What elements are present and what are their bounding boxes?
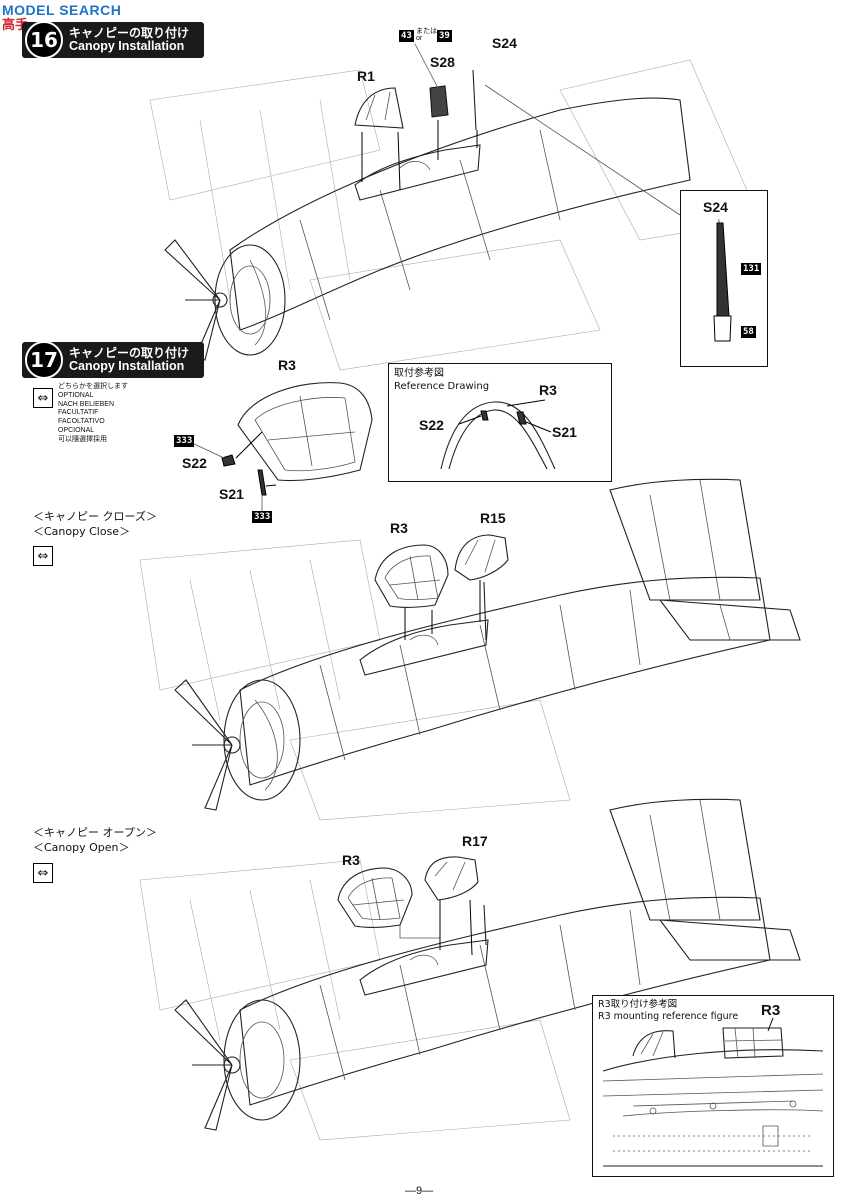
page-number: —9— [405, 1185, 434, 1197]
watermark-logo: 高手 [2, 18, 29, 33]
optional-line-de: NACH BELIEBEN [58, 400, 115, 408]
reference-title-jp: 取付参考図 [394, 368, 444, 379]
part-s21-label-step17: S21 [219, 486, 244, 502]
r3-mounting-reference-box: R3取り付け参考図 R3 mounting reference figure R… [592, 995, 834, 1177]
step-16-header: 16 キャノピーの取り付け Canopy Installation [22, 21, 204, 59]
optional-line-fr: FACULTATIF [58, 409, 99, 417]
part-r3-label-step17: R3 [278, 357, 296, 373]
step-17-title-en: Canopy Installation [69, 358, 185, 373]
optional-languages: どちらかを選択します OPTIONAL NACH BELIEBEN FACULT… [58, 383, 128, 444]
step-16-title-jp: キャノピーの取り付け [69, 25, 190, 40]
optional-line-en: OPTIONAL [58, 391, 94, 399]
optional-line-it: FACOLTATIVO [58, 418, 105, 425]
s24-detail-box: S24 131 58 [680, 190, 768, 367]
canopy-close-optional-icon: ⇔ [33, 546, 53, 566]
step-17-header: 17 キャノピーの取り付け Canopy Installation [22, 341, 204, 379]
reference-s22-label: S22 [419, 417, 444, 433]
canopy-close-r3-label: R3 [390, 520, 408, 536]
paint-58-badge: 58 [741, 326, 756, 338]
canopy-close-title-jp: ＜キャノピー クローズ＞ [33, 510, 157, 523]
paint-131-badge: 131 [741, 263, 762, 275]
mounting-title-en: R3 mounting reference figure [598, 1011, 739, 1022]
step-17-number: 17 [25, 341, 63, 379]
paint-43-badge: 43 [399, 30, 414, 42]
canopy-open-optional-icon: ⇔ [33, 863, 53, 883]
canopy-open-r17-label: R17 [462, 833, 488, 849]
reference-s21-label: S21 [552, 424, 577, 440]
s24-detail-label: S24 [703, 199, 728, 215]
canopy-open-title-en: ＜Canopy Open＞ [33, 841, 130, 854]
step-17-title-jp: キャノピーの取り付け [69, 345, 190, 360]
watermark-text: MODEL SEARCH [2, 2, 122, 18]
part-s22-label-step17: S22 [182, 455, 207, 471]
paint-39-badge: 39 [437, 30, 452, 42]
canopy-close-title-en: ＜Canopy Close＞ [33, 525, 131, 538]
canopy-open-title-jp: ＜キャノピー オープン＞ [33, 826, 157, 839]
reference-drawing-box: 取付参考図 Reference Drawing R3 S22 S21 [388, 363, 612, 482]
mounting-side-view-drawing [602, 1017, 824, 1167]
paint-or-text: または or [416, 28, 437, 42]
optional-arrows-icon: ⇔ [33, 388, 53, 408]
step-16-title-en: Canopy Installation [69, 38, 185, 53]
mounting-title-jp: R3取り付け参考図 [598, 999, 678, 1010]
part-r1-label: R1 [357, 68, 375, 84]
optional-line-es: OPCIONAL [58, 426, 95, 434]
mounting-r3-label: R3 [761, 1002, 781, 1019]
reference-title-en: Reference Drawing [394, 381, 490, 392]
reference-r3-label: R3 [539, 382, 557, 398]
canopy-close-r15-label: R15 [480, 510, 506, 526]
reference-canopy-frame [440, 399, 556, 470]
paint-333-badge-s21: 333 [252, 511, 273, 523]
canopy-open-r3-label: R3 [342, 852, 360, 868]
optional-line-zh: 可以隨選擇採用 [58, 435, 107, 443]
step-16-number: 16 [25, 21, 63, 59]
s24-antenna-illustration [713, 218, 732, 342]
part-s28-label: S28 [430, 54, 455, 70]
paint-333-badge-s22: 333 [174, 435, 195, 447]
optional-line-jp: どちらかを選択します [58, 383, 128, 390]
part-s24-label: S24 [492, 35, 517, 51]
